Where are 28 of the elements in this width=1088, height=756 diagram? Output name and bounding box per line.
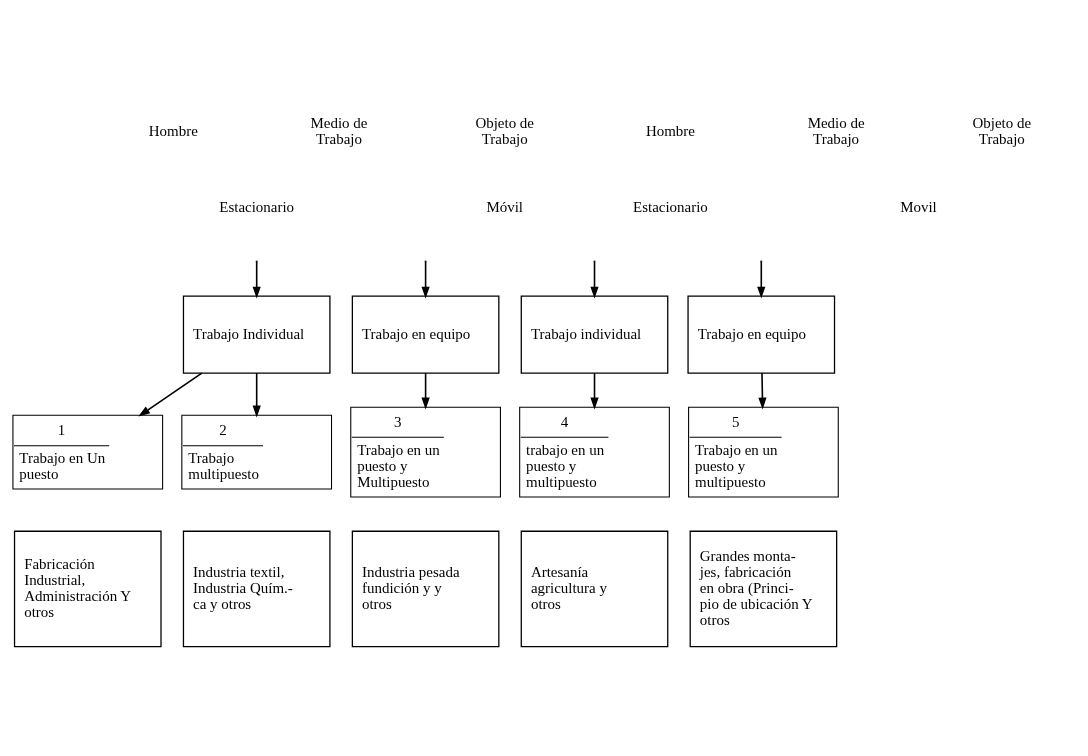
label: Movil <box>900 198 937 215</box>
label: Estacionario <box>633 198 708 215</box>
label: Estacionario <box>219 198 295 215</box>
label: Medio de Trabajo <box>807 114 865 147</box>
label: Móvil <box>486 198 523 215</box>
arrow <box>590 372 599 410</box>
arrow <box>138 372 203 417</box>
node-box: Fabricación Industrial, Administración Y otros <box>13 530 162 648</box>
label: Medio de Trabajo <box>310 114 368 147</box>
arrow <box>252 261 261 299</box>
label: Hombre <box>148 122 198 139</box>
label: Objeto de Trabajo <box>972 114 1032 147</box>
node-box: Trabajo en equipo <box>351 295 500 374</box>
node-box: Grandes monta- jes, fabricación en obra (Princi- pio de ubicación Y otros <box>689 530 838 648</box>
arrow <box>252 372 261 418</box>
node-box: Artesanía agricultura y otros <box>520 530 669 648</box>
label: Objeto de Trabajo <box>475 114 534 147</box>
arrow <box>590 261 599 299</box>
node-box: Trabajo individual <box>520 295 669 374</box>
node-box: Trabajo Individual <box>182 295 331 374</box>
node-box: Industria textil, Industria Quím.- ca y otros <box>182 530 331 648</box>
label: Hombre <box>645 122 695 139</box>
arrow <box>421 261 430 299</box>
node-box: Trabajo en equipo <box>687 295 836 374</box>
node-box: Industria pesada fundición y y otros <box>351 530 500 648</box>
arrow <box>758 372 767 410</box>
arrow <box>757 261 766 299</box>
arrow <box>421 372 430 410</box>
